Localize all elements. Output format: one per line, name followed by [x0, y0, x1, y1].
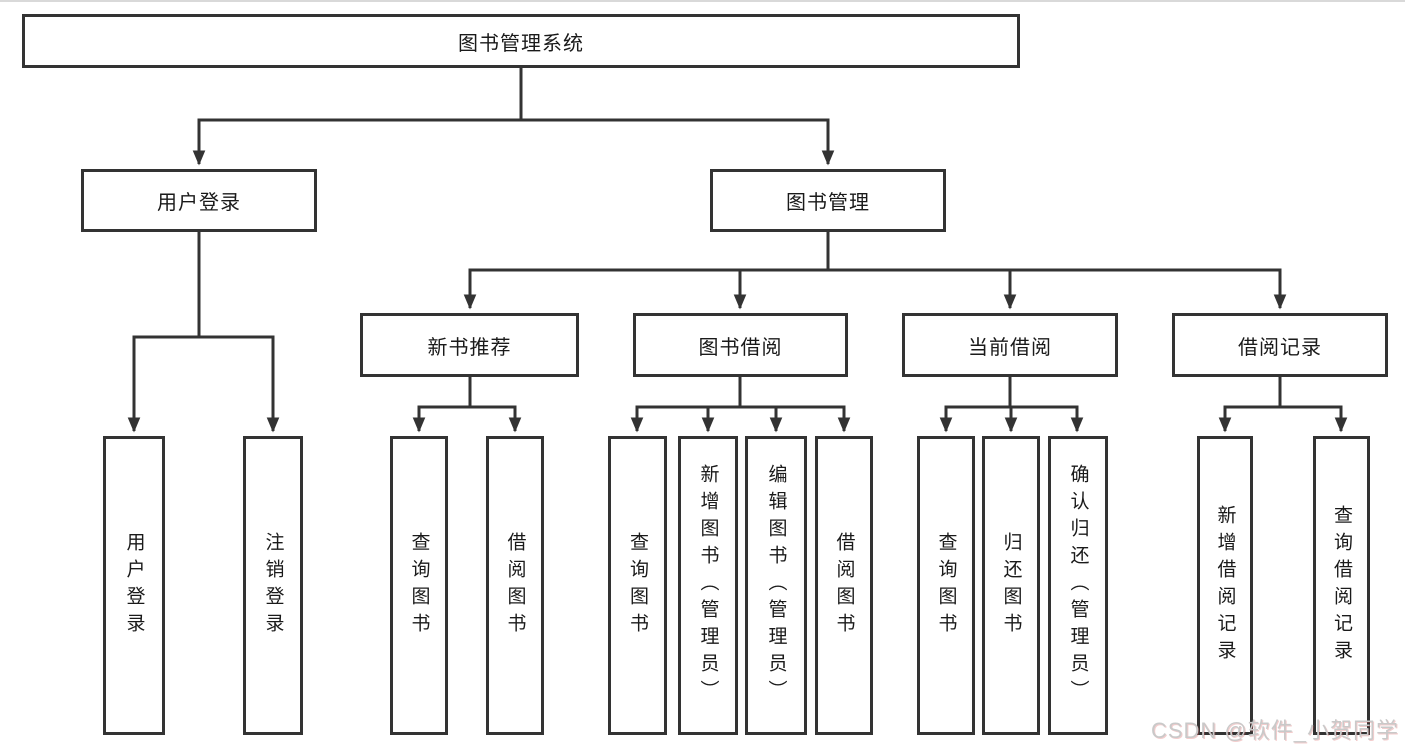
leaf-user-login: 用户登录 — [103, 436, 165, 735]
node-current-borrowing: 当前借阅 — [902, 313, 1118, 377]
connector-recommend-to-leaves — [412, 375, 522, 433]
node-new-book-recommend: 新书推荐 — [360, 313, 579, 377]
leaf-current-return-books: 归还图书 — [982, 436, 1040, 735]
connector-mgmt-to-tier3 — [463, 230, 1287, 310]
csdn-watermark: CSDN @软件_小贺同学 — [1150, 718, 1399, 743]
leaf-records-query-borrow-record: 查询借阅记录 — [1313, 436, 1370, 735]
leaf-borrowing-edit-books-admin: 编辑图书（管理员） — [745, 436, 807, 735]
leaf-logout-login: 注销登录 — [243, 436, 303, 735]
connector-login-to-leaves — [127, 230, 280, 433]
connector-root-to-tier2 — [192, 66, 835, 166]
node-user-login: 用户登录 — [81, 169, 317, 232]
leaf-recommend-query-books: 查询图书 — [390, 436, 448, 735]
node-system-root: 图书管理系统 — [22, 14, 1020, 68]
node-borrow-records: 借阅记录 — [1172, 313, 1388, 377]
leaf-records-add-borrow-record: 新增借阅记录 — [1197, 436, 1253, 735]
node-book-borrowing: 图书借阅 — [633, 313, 848, 377]
leaf-borrowing-query-books: 查询图书 — [608, 436, 667, 735]
leaf-borrowing-add-books-admin: 新增图书（管理员） — [678, 436, 738, 735]
leaf-current-confirm-return-admin: 确认归还（管理员） — [1048, 436, 1108, 735]
leaf-borrowing-borrow-books: 借阅图书 — [815, 436, 873, 735]
connector-borrowing-to-leaves — [630, 375, 851, 433]
node-book-management: 图书管理 — [710, 169, 946, 232]
leaf-current-query-books: 查询图书 — [917, 436, 975, 735]
connector-current-to-leaves — [939, 375, 1084, 433]
leaf-recommend-borrow-books: 借阅图书 — [486, 436, 544, 735]
connector-records-to-leaves — [1218, 375, 1348, 433]
